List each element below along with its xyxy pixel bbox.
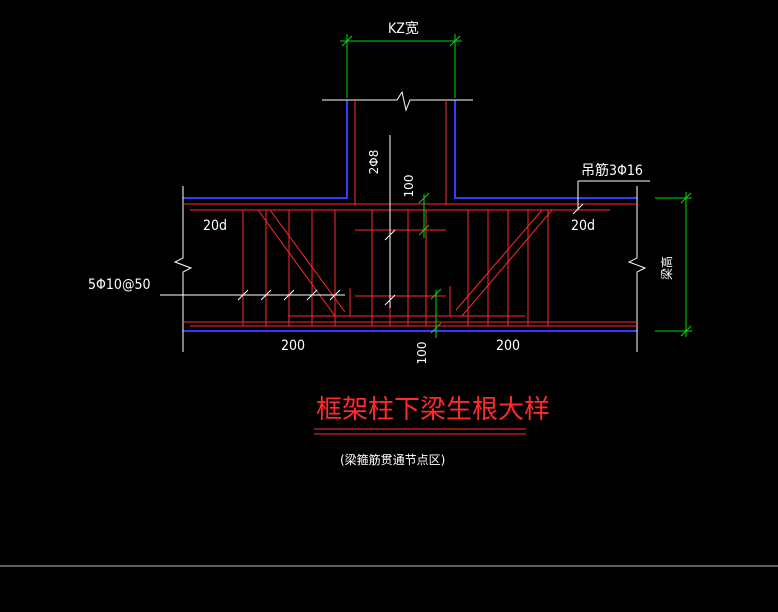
anchor-right-label: 20d xyxy=(571,218,595,234)
anchor-left-label: 20d xyxy=(203,218,227,234)
concrete-outline xyxy=(183,100,637,332)
dimension-lines xyxy=(340,34,692,338)
detail-title: 框架柱下梁生根大样 xyxy=(316,395,550,425)
hanger-bars-label: 吊筋3Φ16 xyxy=(581,162,643,179)
beam-break-lines xyxy=(173,186,647,352)
rebar-group xyxy=(183,100,637,327)
two-phi8-label: 2Φ8 xyxy=(367,150,381,175)
kz-width-label: KZ宽 xyxy=(388,20,419,37)
detail-subtitle: (梁箍筋贯通节点区) xyxy=(340,452,445,467)
leader-lines xyxy=(160,135,650,308)
stirrup-label: 5Φ10@50 xyxy=(88,277,151,293)
dim-200-right-label: 200 xyxy=(496,338,520,354)
dim-200-left-label: 200 xyxy=(281,338,305,354)
beam-height-label: 梁高 xyxy=(659,256,674,280)
column-break-line xyxy=(322,90,473,112)
dim-100-top-label: 100 xyxy=(402,175,416,198)
dim-100-bottom-label: 100 xyxy=(415,342,429,365)
